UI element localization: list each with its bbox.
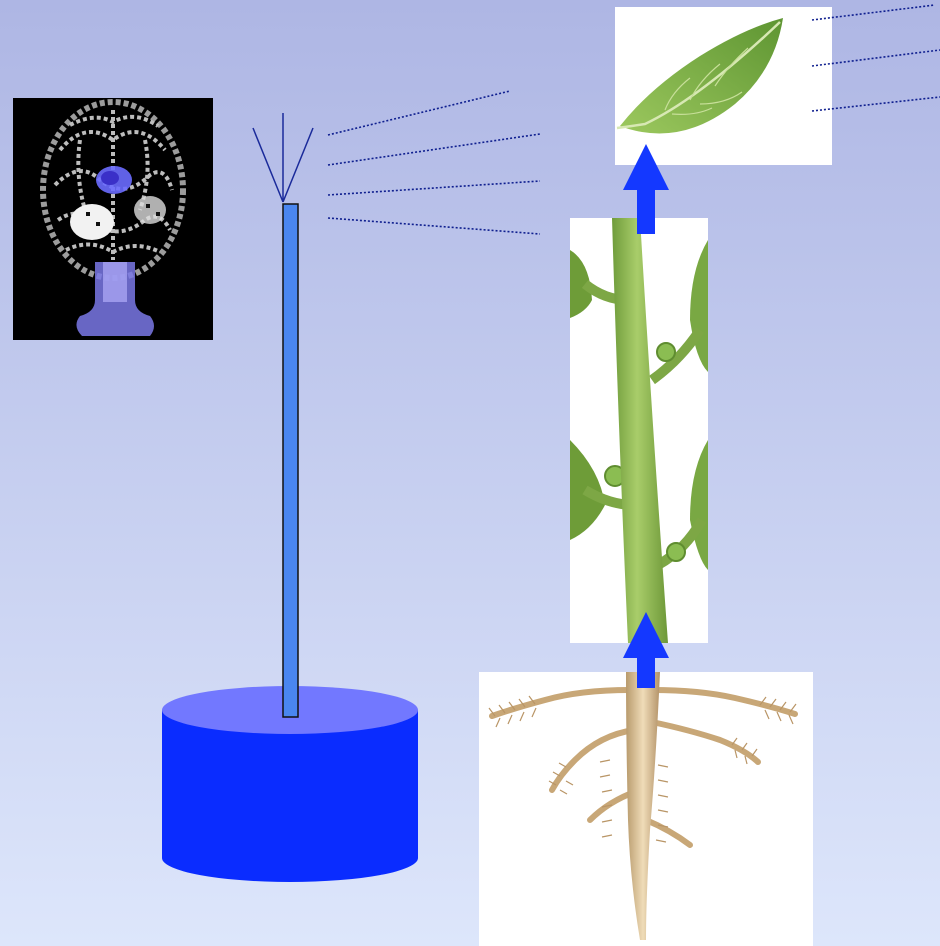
root-image [479, 672, 813, 946]
leaf-image [615, 7, 832, 165]
trunk-column [283, 204, 298, 717]
brain-scan-image [13, 98, 213, 340]
stem-image [570, 218, 708, 643]
